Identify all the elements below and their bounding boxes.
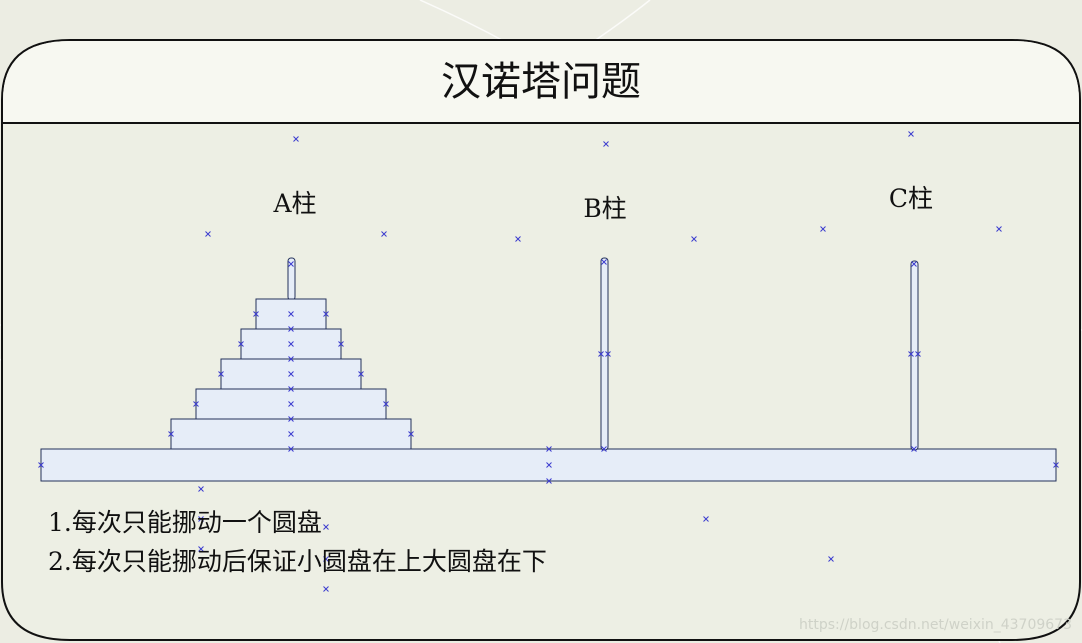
- selection-marker: [38, 462, 44, 468]
- selection-marker: [828, 556, 834, 562]
- selection-marker: [168, 431, 174, 437]
- selection-marker: [996, 226, 1002, 232]
- selection-marker: [383, 401, 389, 407]
- selection-marker: [598, 351, 604, 357]
- selection-marker: [205, 231, 211, 237]
- selection-marker: [605, 351, 611, 357]
- selection-marker: [691, 236, 697, 242]
- selection-marker: [408, 431, 414, 437]
- disk-stack-a: [170, 298, 412, 450]
- selection-marker: [288, 341, 294, 347]
- selection-marker: [323, 586, 329, 592]
- selection-marker: [915, 351, 921, 357]
- selection-marker: [546, 478, 552, 484]
- watermark: https://blog.csdn.net/weixin_43709673: [798, 617, 1072, 633]
- selection-marker: [218, 371, 224, 377]
- selection-marker: [546, 446, 552, 452]
- selection-marker: [603, 141, 609, 147]
- selection-marker: [515, 236, 521, 242]
- selection-marker: [323, 524, 329, 530]
- selection-marker: [338, 341, 344, 347]
- selection-marker: [198, 546, 204, 552]
- selection-marker: [381, 231, 387, 237]
- selection-marker: [358, 371, 364, 377]
- selection-marker: [253, 311, 259, 317]
- selection-marker: [288, 386, 294, 392]
- selection-marker: [288, 431, 294, 437]
- selection-marker: [908, 351, 914, 357]
- selection-marker: [198, 486, 204, 492]
- peg-label-a: A柱: [272, 189, 316, 218]
- page-title: 汉诺塔问题: [441, 59, 641, 105]
- selection-marker: [288, 371, 294, 377]
- rule-1: 1.每次只能挪动一个圆盘: [48, 508, 322, 537]
- selection-marker: [288, 326, 294, 332]
- selection-marker: [288, 311, 294, 317]
- selection-marker: [238, 341, 244, 347]
- selection-marker: [198, 516, 204, 522]
- selection-marker: [288, 446, 294, 452]
- selection-marker: [288, 356, 294, 362]
- selection-marker: [820, 226, 826, 232]
- selection-marker: [703, 516, 709, 522]
- selection-marker: [908, 131, 914, 137]
- selection-marker: [911, 261, 917, 267]
- selection-marker: [323, 311, 329, 317]
- selection-marker: [288, 416, 294, 422]
- selection-marker: [911, 446, 917, 452]
- selection-marker: [601, 259, 607, 265]
- selection-marker: [546, 462, 552, 468]
- rule-2: 2.每次只能挪动后保证小圆盘在上大圆盘在下: [48, 547, 547, 576]
- selection-marker: [323, 556, 329, 562]
- peg-label-b: B柱: [583, 194, 626, 223]
- peg-label-c: C柱: [889, 184, 933, 213]
- selection-markers: [38, 131, 1059, 592]
- title-bar: [3, 41, 1079, 123]
- selection-marker: [288, 401, 294, 407]
- panel-frame: [0, 39, 1081, 641]
- selection-marker: [601, 446, 607, 452]
- peg-rod-b: [600, 257, 609, 451]
- selection-marker: [1053, 462, 1059, 468]
- selection-marker: [193, 401, 199, 407]
- selection-marker: [288, 261, 294, 267]
- selection-marker: [293, 136, 299, 142]
